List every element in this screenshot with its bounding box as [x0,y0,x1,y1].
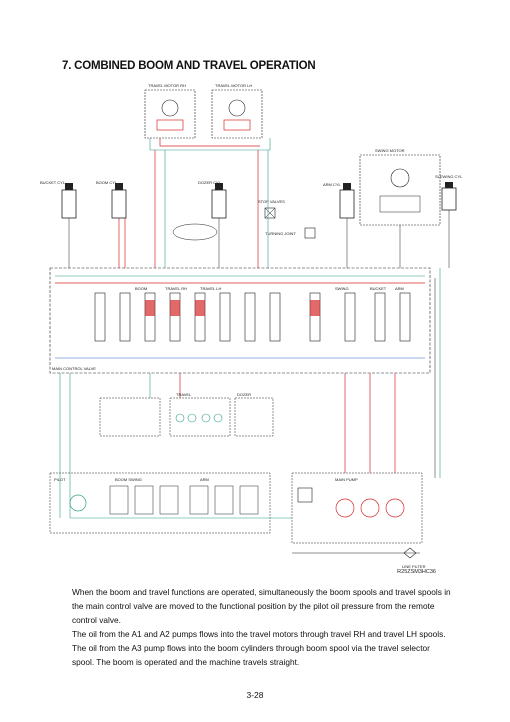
spool-label-travel-lh: TRAVEL LH [200,286,221,291]
bucket-cyl-label: BUCKET CYL [40,180,66,185]
page-title: 7. COMBINED BOOM AND TRAVEL OPERATION [62,60,316,72]
spool-label-swing: SWING [335,286,349,291]
dozer-cyl-label: DOZER CYL [198,180,222,185]
remote-control-travel: TRAVEL DOZER [99,392,274,437]
paragraph-2: The oil from the A1 and A2 pumps flows i… [72,629,446,639]
swing-motor: SWING MOTOR [359,148,441,226]
travel-label: TRAVEL [176,392,192,397]
travel-motor-lh-label: TRAVEL MOTOR LH [215,83,252,88]
spool-label-bucket: BUCKET [370,286,387,291]
paragraph-3: The oil from the A3 pump flows into the … [72,643,430,667]
pilot-label: PILOT [54,477,66,482]
travel-motor-lh: TRAVEL MOTOR LH [211,83,263,139]
spool-label-boom: BOOM [135,286,147,291]
main-control-valve-label: MAIN CONTROL VALVE [52,366,96,371]
paragraph-1: When the boom and travel functions are o… [72,587,451,625]
turning-joint-label: TURNING JOINT [265,231,296,236]
figure-code: R25ZSM3HC36 [397,569,436,575]
arm-label: ARM [200,477,209,482]
stop-valves-label: STOP VALVES [258,199,285,204]
boom-swing-label: BOOM SWING [115,477,142,482]
pilot-control-section: PILOT BOOM SWING ARM [49,472,271,534]
arm-cyl-label: ARM CYL [323,182,342,187]
hydraulic-circuit-diagram: TRAVEL MOTOR RH TRAVEL MOTOR LH SWING MO… [30,78,478,578]
main-pump-label: MAIN PUMP [335,477,358,482]
main-control-valve: MAIN CONTROL VALVE BOOM TRAVEL RH TRAVEL… [49,267,431,374]
page-number: 3-28 [246,690,264,700]
travel-motor-rh: TRAVEL MOTOR RH [144,83,196,139]
travel-motor-rh-label: TRAVEL MOTOR RH [148,83,186,88]
body-text: When the boom and travel functions are o… [72,585,452,669]
dozer-label: DOZER [237,392,251,397]
swing-motor-label: SWING MOTOR [375,148,405,153]
boom-cyl-label: BOOM CYL [96,180,118,185]
spool-label-travel-rh: TRAVEL RH [165,286,187,291]
spool-label-arm: ARM [395,286,404,291]
main-pump: MAIN PUMP [291,472,423,544]
line-filter-label: LINE FILTER [402,564,426,569]
slewing-cyl-label: SLEWING CYL [435,174,463,179]
